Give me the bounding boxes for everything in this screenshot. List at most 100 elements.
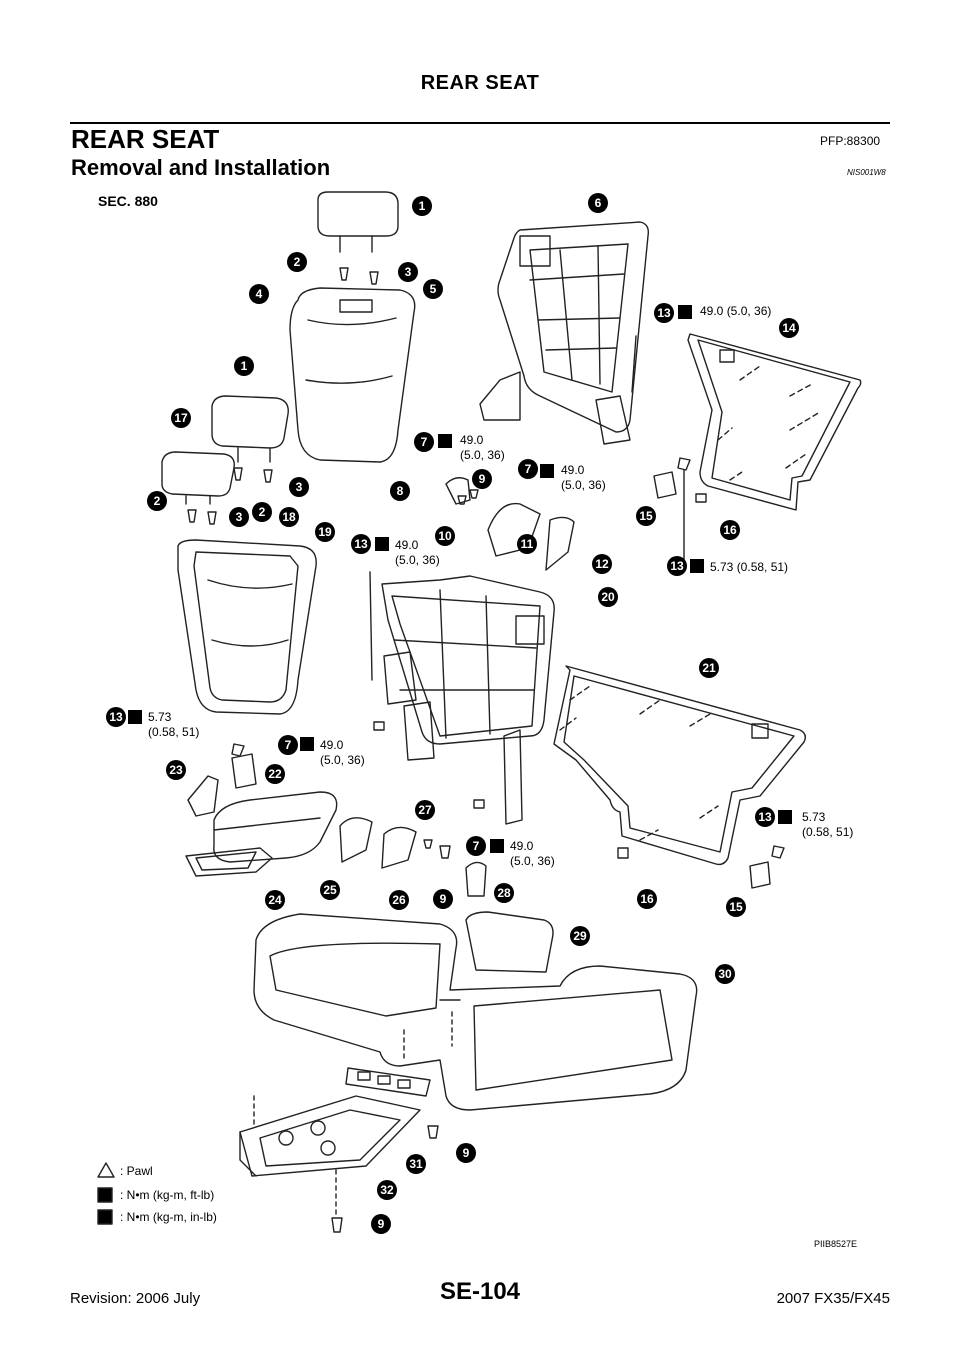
trim-cover: [382, 827, 416, 868]
headrest-upper: [318, 192, 398, 252]
headrest-guide: [370, 272, 378, 284]
callout-20: 20: [598, 587, 618, 607]
callout-9: 9: [472, 469, 492, 489]
callout-3: 3: [398, 262, 418, 282]
bracket: [232, 754, 256, 788]
callout-1: 1: [412, 196, 432, 216]
torque-label: 49.0 (5.0, 36): [561, 463, 606, 492]
callout-29: 29: [570, 926, 590, 946]
callout-16: 16: [720, 520, 740, 540]
callout-9: 9: [371, 1214, 391, 1234]
trim-cover: [446, 478, 470, 504]
callout-14: 14: [779, 318, 799, 338]
callout-1: 1: [234, 356, 254, 376]
headrest-guide: [208, 512, 216, 524]
callout-4: 4: [249, 284, 269, 304]
clip: [474, 800, 484, 808]
clip: [470, 490, 478, 498]
torque-label: 5.73 (0.58, 51): [148, 710, 200, 739]
seat-cushion: [254, 912, 697, 1110]
torque-wrench-icon: [128, 710, 142, 724]
header-rule: [70, 122, 890, 124]
trim-cover: [466, 862, 486, 896]
callout-28: 28: [494, 883, 514, 903]
headrest-guide: [340, 268, 348, 280]
callout-31: 31: [406, 1154, 426, 1174]
page-number: SE-104: [439, 1278, 521, 1305]
trim-cover: [340, 818, 372, 862]
bolt: [678, 458, 690, 470]
callout-18: 18: [279, 507, 299, 527]
page-header-title: REAR SEAT: [420, 72, 540, 94]
callout-7: 7: [518, 459, 538, 479]
headrest-guide: [234, 468, 242, 480]
subsection-title: Removal and Installation: [71, 155, 331, 180]
callout-32: 32: [377, 1180, 397, 1200]
callout-7: 7: [414, 432, 434, 452]
callout-6: 6: [588, 193, 608, 213]
bolt: [232, 744, 244, 756]
clip: [424, 840, 432, 848]
callout-22: 22: [265, 764, 285, 784]
callout-23: 23: [166, 760, 186, 780]
callout-26: 26: [389, 890, 409, 910]
figure-code: PIIB8527E: [814, 1239, 858, 1249]
torque-label: 5.73 (0.58, 51): [802, 810, 854, 839]
clip: [618, 848, 628, 858]
callout-11: 11: [517, 534, 537, 554]
torque-wrench-icon: [690, 559, 704, 573]
section-title: REAR SEAT: [71, 124, 220, 154]
torque-label: 49.0 (5.0, 36): [320, 738, 365, 767]
bolt: [428, 1126, 438, 1138]
headrest-guide: [264, 470, 272, 482]
torque-label: 5.73 (0.58, 51): [710, 560, 789, 574]
callout-10: 10: [435, 526, 455, 546]
callout-30: 30: [715, 964, 735, 984]
callout-16: 16: [637, 889, 657, 909]
torque-ftlb-symbol: [98, 1188, 112, 1202]
subsection-code: NIS001W8: [847, 168, 886, 177]
callout-12: 12: [592, 554, 612, 574]
torque-label: 49.0 (5.0, 36): [510, 839, 555, 868]
revision-date: Revision: 2006 July: [70, 1290, 201, 1307]
seatback-frame-lower: [382, 576, 554, 824]
torque-wrench-icon: [778, 810, 792, 824]
callout-25: 25: [320, 880, 340, 900]
callout-2: 2: [287, 252, 307, 272]
torque-wrench-icon: [678, 305, 692, 319]
part-family-prefix: PFP:88300: [820, 134, 881, 148]
callout-13: 13: [755, 807, 775, 827]
callout-7: 7: [466, 836, 486, 856]
clip: [696, 494, 706, 502]
callout-9: 9: [456, 1143, 476, 1163]
leader: [370, 572, 372, 680]
callout-13: 13: [654, 303, 674, 323]
leader: [632, 336, 636, 392]
callout-21: 21: [699, 658, 719, 678]
callout-8: 8: [390, 481, 410, 501]
callout-3: 3: [229, 507, 249, 527]
bracket: [188, 776, 218, 816]
seatback-frame-upper: [480, 222, 648, 444]
rear-back-board-lower: [554, 666, 805, 864]
bolt: [440, 846, 450, 858]
pawl-symbol: [98, 1163, 114, 1177]
torque-label: 49.0 (5.0, 36): [460, 433, 505, 462]
legend-pawl: : Pawl: [120, 1164, 153, 1178]
callout-27: 27: [415, 800, 435, 820]
callout-13: 13: [351, 534, 371, 554]
torque-wrench-icon: [375, 537, 389, 551]
headrest-side: [162, 452, 234, 504]
torque-wrench-icon: [490, 839, 504, 853]
armrest: [186, 792, 337, 876]
bracket: [654, 472, 676, 498]
callout-19: 19: [315, 522, 335, 542]
callout-5: 5: [423, 279, 443, 299]
storage-tray: [240, 1068, 430, 1176]
callout-13: 13: [667, 556, 687, 576]
clip: [458, 496, 466, 504]
callout-3: 3: [289, 477, 309, 497]
callout-17: 17: [171, 408, 191, 428]
torque-wrench-icon: [438, 434, 452, 448]
